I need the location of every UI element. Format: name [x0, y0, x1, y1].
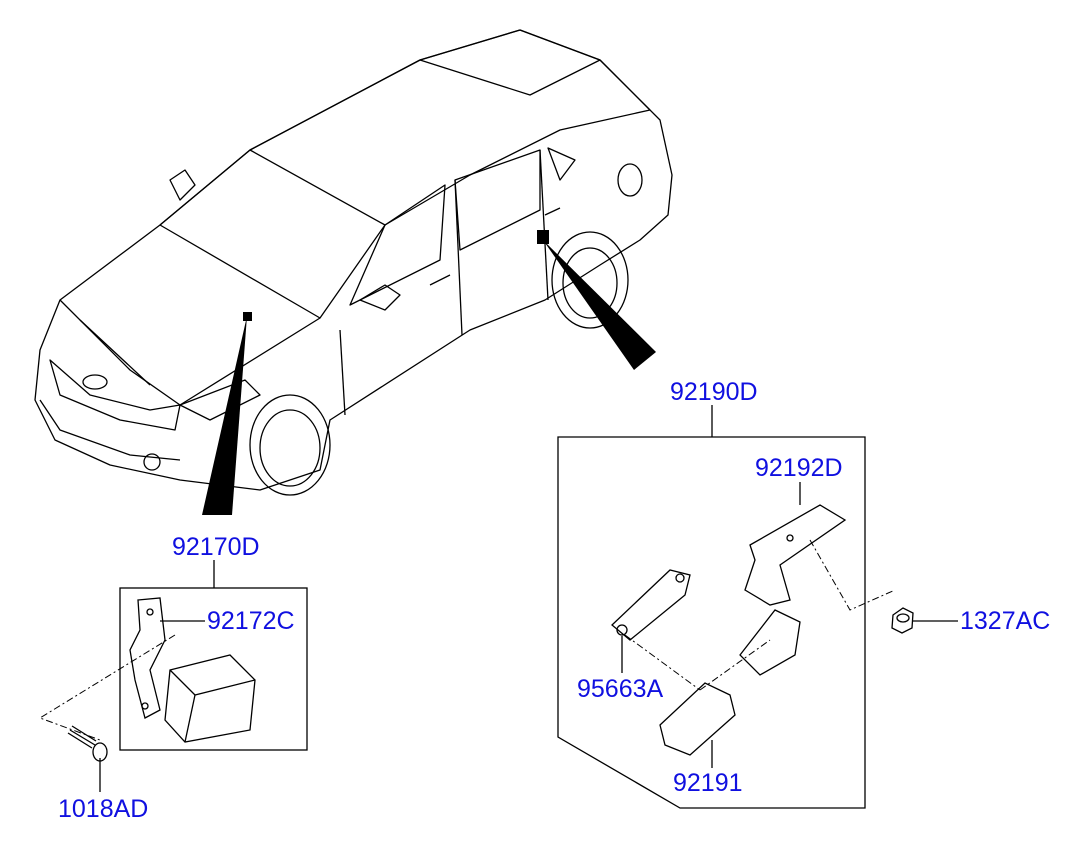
bracket-92192D — [744, 504, 847, 606]
part-label-1018AD[interactable]: 1018AD — [58, 795, 149, 823]
sensor-marker-rear — [537, 230, 549, 244]
part-label-92172C[interactable]: 92172C — [207, 607, 295, 635]
pointer-wedge-rear — [543, 240, 656, 370]
control-module-92170D — [164, 654, 256, 743]
part-label-92191[interactable]: 92191 — [673, 769, 743, 797]
bracket-92172C — [129, 597, 166, 719]
screw-1018AD — [67, 725, 108, 762]
part-label-95663A[interactable]: 95663A — [577, 675, 664, 703]
sensor-95663A — [611, 569, 691, 641]
part-label-92192D[interactable]: 92192D — [755, 454, 843, 482]
assembly-box-92190D — [557, 436, 866, 809]
car-illustration — [34, 29, 673, 496]
pointer-wedge-front — [202, 316, 247, 515]
sensor-marker-front — [243, 312, 252, 321]
part-label-1327AC[interactable]: 1327AC — [960, 607, 1051, 635]
part-label-92190D[interactable]: 92190D — [670, 378, 758, 406]
sensor-92191 — [659, 609, 801, 756]
part-label-92170D[interactable]: 92170D — [172, 533, 260, 561]
nut-1327AC — [891, 607, 914, 634]
